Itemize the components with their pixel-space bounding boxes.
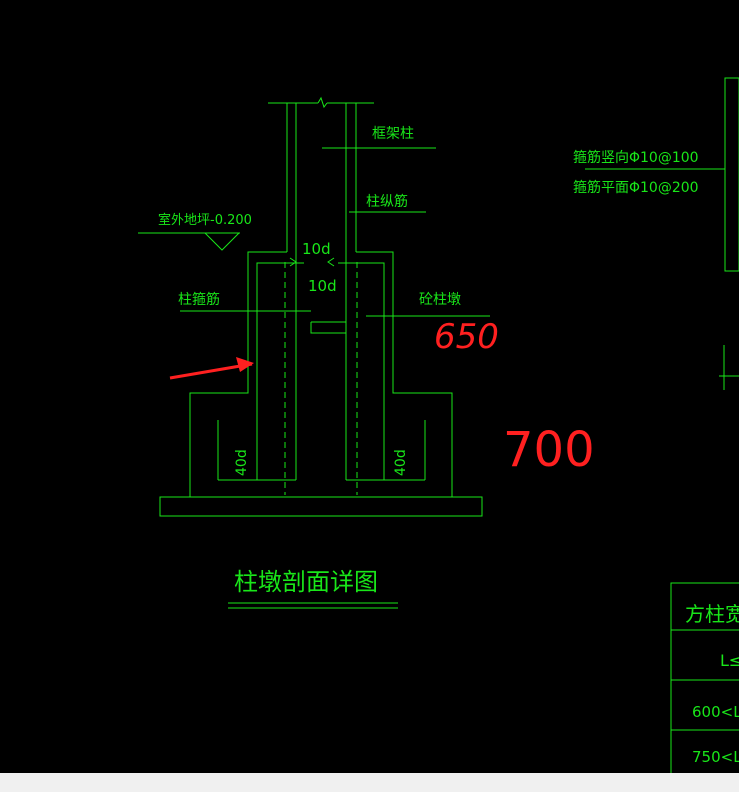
frame-column-label: 框架柱 xyxy=(372,126,414,142)
handwritten-650: 650 xyxy=(434,317,499,357)
anchorage-right-label: 40d xyxy=(393,449,409,476)
column-longitudinal-rebar-label: 柱纵筋 xyxy=(366,193,408,210)
table-row-1: L≤ xyxy=(720,651,739,670)
red-arrow-icon xyxy=(169,357,254,380)
concrete-pier-label: 砼柱墩 xyxy=(419,292,461,308)
stirrup-vertical-note: 箍筋竖向Φ10@100 xyxy=(573,149,699,166)
lap-length-upper-label: 10d xyxy=(302,240,331,258)
pier-section-linework xyxy=(138,77,739,784)
outdoor-ground-level-label: 室外地坪-0.200 xyxy=(158,212,252,228)
stirrup-horizontal-note: 箍筋平面Φ10@200 xyxy=(573,179,699,196)
drawing-title: 柱墩剖面详图 xyxy=(234,568,378,596)
lap-length-lower-label: 10d xyxy=(308,277,337,295)
table-header: 方柱宽( xyxy=(685,602,739,626)
table-row-3: 750<L xyxy=(692,748,739,766)
table-row-2: 600<L xyxy=(692,703,739,721)
bottom-status-strip xyxy=(0,773,739,792)
anchorage-left-label: 40d xyxy=(234,449,250,476)
handwritten-700: 700 xyxy=(503,422,595,478)
column-stirrup-label: 柱箍筋 xyxy=(178,291,220,308)
